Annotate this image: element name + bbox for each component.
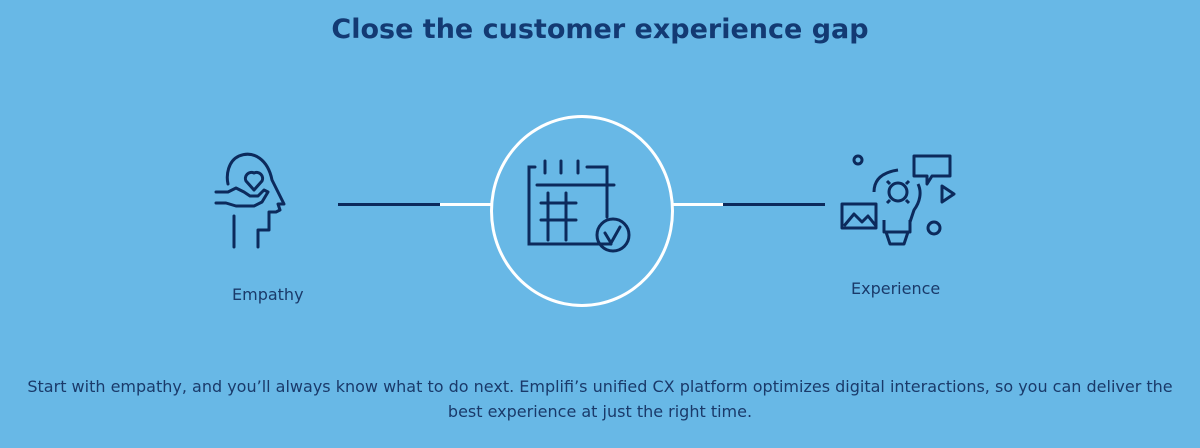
hand-heart-head-icon: [214, 152, 286, 249]
step-label-experience: Experience: [851, 279, 941, 298]
step-label-empathy: Empathy: [232, 285, 304, 304]
calendar-check-icon: [527, 159, 631, 253]
connector-right-white: [671, 203, 723, 206]
connector-right-navy: [723, 203, 825, 206]
description-text: Start with empathy, and you’ll always kn…: [27, 377, 1173, 421]
connector-left-navy: [338, 203, 440, 206]
page-title: Close the customer experience gap: [331, 14, 869, 45]
center-circle: [490, 115, 674, 307]
connector-left-white: [440, 203, 492, 206]
lightbulb-media-icon: [840, 154, 956, 246]
